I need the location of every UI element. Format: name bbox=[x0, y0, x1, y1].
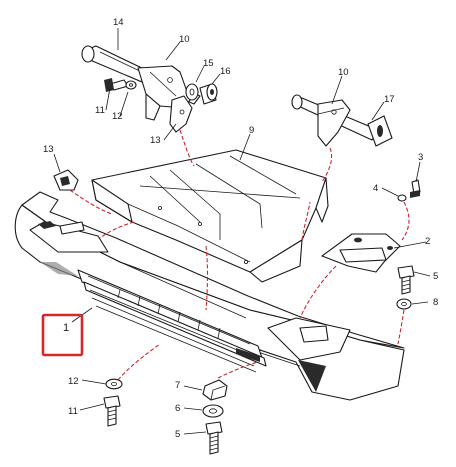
left-bolt-part bbox=[103, 395, 121, 427]
guide-right-bracket-down bbox=[321, 147, 333, 183]
guide-undertray-left-return bbox=[99, 221, 135, 239]
bush-part bbox=[199, 83, 218, 105]
guide-right-bracket-to-spoiler bbox=[299, 265, 337, 319]
callout-13-left: 13 bbox=[43, 144, 54, 155]
hook-bracket-part bbox=[169, 95, 193, 133]
callout-9: 9 bbox=[249, 125, 254, 136]
spacer-part bbox=[185, 83, 199, 101]
guide-undertray-to-spoiler bbox=[205, 245, 209, 311]
bracket-right-part bbox=[317, 99, 351, 147]
callout-12-top: 12 bbox=[112, 111, 123, 122]
left-mount-assembly bbox=[81, 45, 218, 133]
callout-16: 16 bbox=[220, 66, 231, 77]
callout-6: 6 bbox=[175, 403, 180, 414]
right-mount-assembly bbox=[291, 94, 393, 147]
callout-3: 3 bbox=[418, 152, 423, 163]
callout-7: 7 bbox=[175, 380, 180, 391]
callout-10-left: 10 bbox=[179, 34, 190, 45]
callout-11-top: 11 bbox=[95, 105, 105, 116]
clip-part bbox=[53, 169, 79, 191]
callout-13-top: 13 bbox=[150, 135, 161, 146]
guide-screw-to-bracket bbox=[401, 201, 410, 241]
right-bolt-part bbox=[397, 265, 415, 295]
callout-10-right: 10 bbox=[338, 67, 349, 78]
right-washer-part bbox=[396, 298, 412, 310]
washer-left-part bbox=[105, 378, 123, 390]
callout-11-bottom: 11 bbox=[68, 406, 78, 417]
washer-small-part bbox=[397, 194, 407, 202]
guide-left-bolt-up bbox=[117, 343, 161, 381]
washer-part bbox=[125, 80, 137, 90]
washer-lower-part bbox=[202, 404, 224, 418]
guide-lower-nut-up bbox=[217, 361, 259, 379]
screw-part bbox=[410, 179, 421, 198]
side-bracket-part bbox=[321, 233, 401, 273]
callout-2: 2 bbox=[425, 236, 430, 247]
callout-5-right: 5 bbox=[433, 271, 438, 282]
grille-slots bbox=[77, 269, 267, 373]
small-bolt-part bbox=[104, 78, 129, 92]
callout-labels: 14 10 15 16 11 12 13 9 10 17 3 4 13 2 5 … bbox=[41, 17, 438, 440]
callout-12-bottom: 12 bbox=[68, 376, 79, 387]
callout-15: 15 bbox=[203, 58, 214, 69]
callout-1: 1 bbox=[63, 322, 69, 334]
callout-14: 14 bbox=[113, 17, 124, 28]
leader-lines bbox=[53, 28, 431, 435]
assembly-guide-lines bbox=[69, 129, 410, 381]
guide-washer-to-spoiler bbox=[397, 309, 405, 345]
callout-5-bottom: 5 bbox=[175, 429, 180, 440]
undertray-panel-part bbox=[91, 149, 329, 283]
front-spoiler-part bbox=[14, 191, 405, 401]
guide-clip-to-undertray bbox=[69, 189, 113, 215]
guide-undertray-right-return bbox=[301, 201, 311, 241]
highlight-box-part-1 bbox=[41, 313, 84, 357]
callout-17: 17 bbox=[384, 94, 395, 105]
callout-8: 8 bbox=[433, 297, 438, 308]
lower-bolt-part bbox=[205, 421, 223, 455]
nut-part bbox=[202, 379, 228, 401]
callout-4: 4 bbox=[373, 183, 378, 194]
